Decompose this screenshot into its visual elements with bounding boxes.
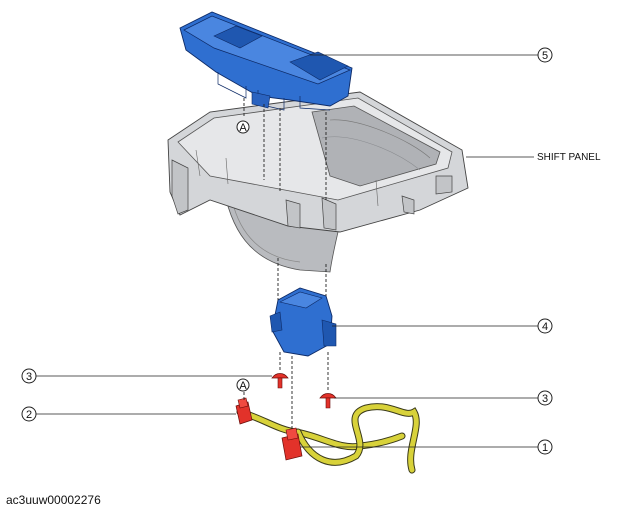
harness-connector-1 xyxy=(281,427,303,461)
svg-text:2: 2 xyxy=(26,409,32,421)
callout-5: 5 xyxy=(537,47,553,63)
callout-3-right: 3 xyxy=(537,390,553,406)
svg-text:1: 1 xyxy=(542,442,548,454)
clip-3-right xyxy=(319,393,337,409)
shift-panel xyxy=(167,91,469,273)
svg-text:4: 4 xyxy=(542,321,548,333)
power-window-switch-assembly xyxy=(179,11,353,111)
leader-lines xyxy=(36,54,538,448)
callout-3-left: 3 xyxy=(21,368,37,384)
svg-text:A: A xyxy=(239,380,247,392)
svg-text:3: 3 xyxy=(26,371,32,383)
reference-marker-a-bottom: A xyxy=(236,378,250,392)
svg-text:5: 5 xyxy=(542,50,548,62)
wiring-harness xyxy=(236,403,420,474)
svg-text:A: A xyxy=(239,122,247,134)
reference-marker-a-top: A xyxy=(236,120,250,134)
alignment-lines xyxy=(243,98,329,430)
callout-1: 1 xyxy=(537,439,553,455)
shift-panel-opening xyxy=(311,105,441,187)
shift-panel-label: SHIFT PANEL xyxy=(537,152,601,163)
figure-code: ac3uuw00002276 xyxy=(6,493,101,507)
clip-3-left xyxy=(271,373,289,389)
callout-2: 2 xyxy=(21,406,37,422)
callout-4: 4 xyxy=(537,318,553,334)
svg-text:3: 3 xyxy=(542,393,548,405)
shift-lock-switch xyxy=(269,287,337,357)
harness-connector-2 xyxy=(235,397,253,425)
